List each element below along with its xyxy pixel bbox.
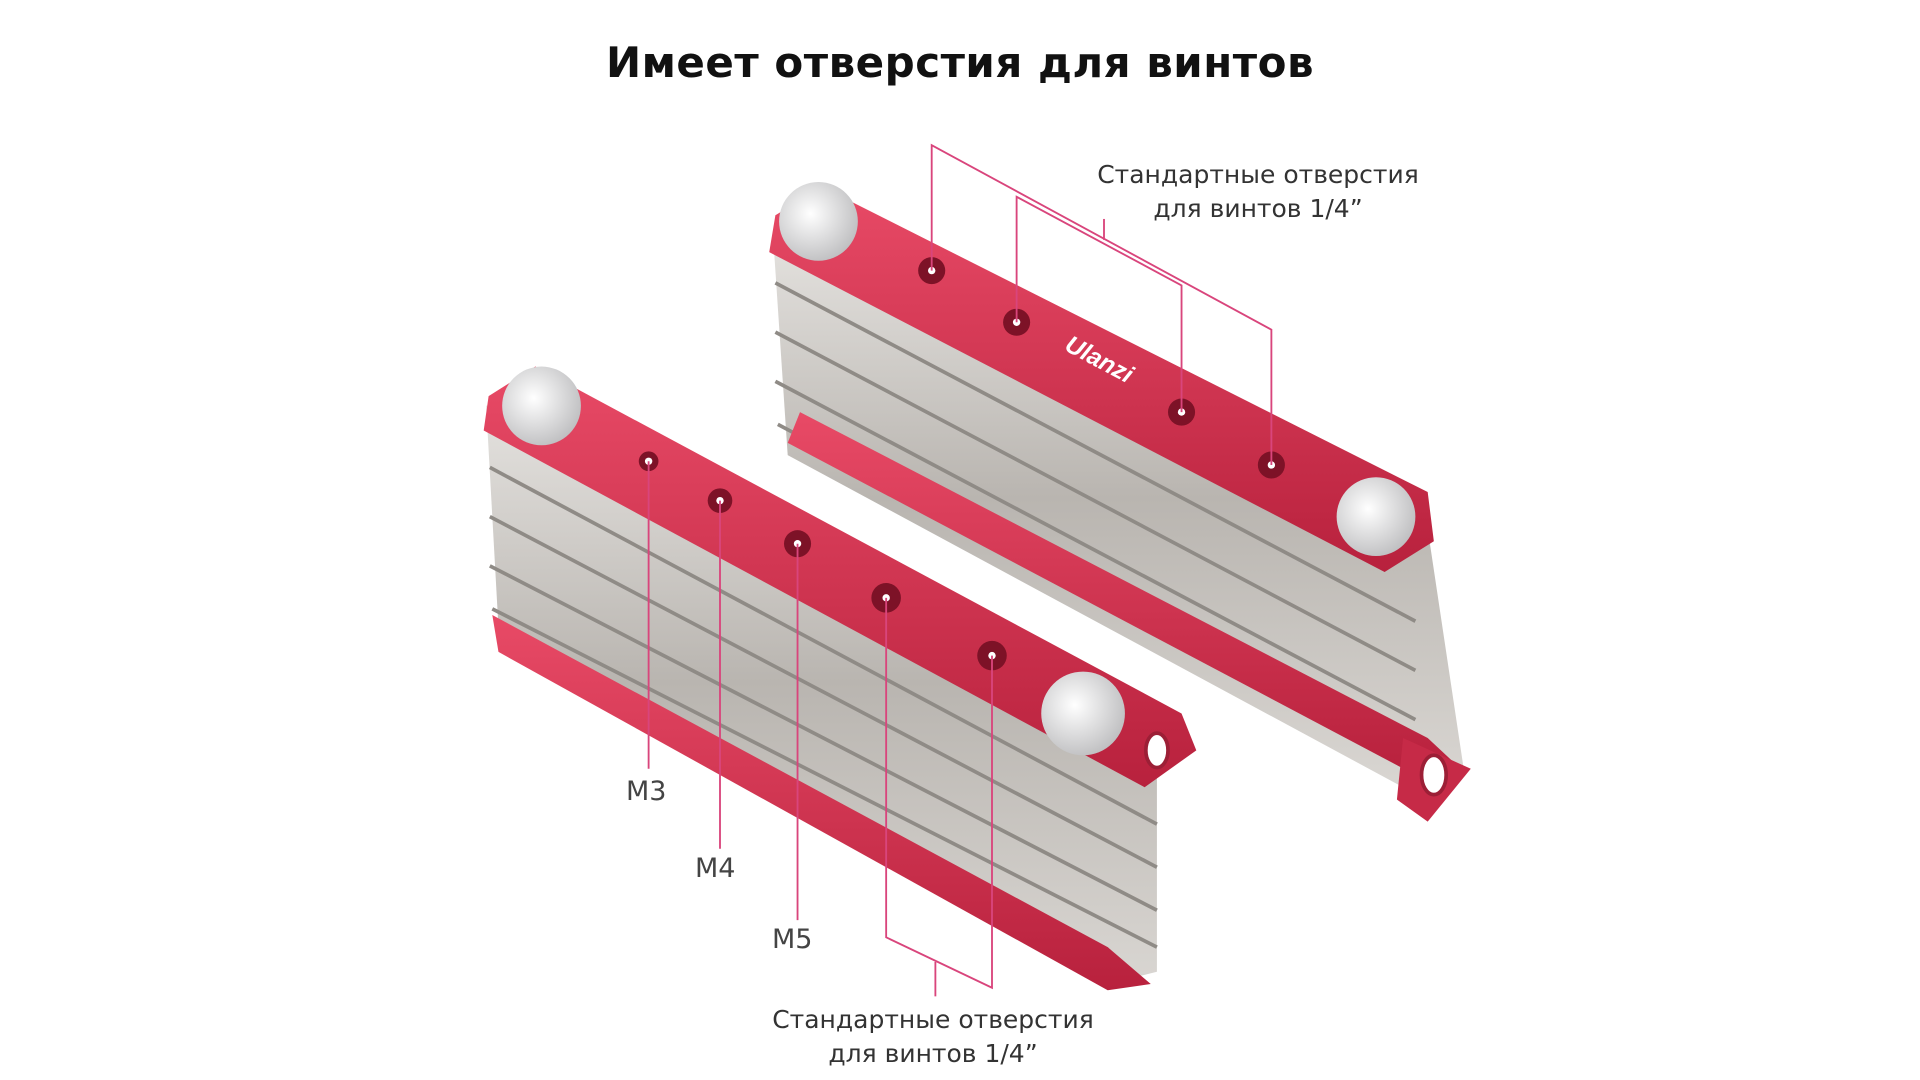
annotation-lines	[647, 143, 1273, 997]
size-label-m5: M5	[772, 924, 813, 955]
top-screw-holes-label: Стандартные отверстия для винтов 1/4”	[1058, 158, 1458, 226]
rear-multitool: Ulanzi	[769, 182, 1471, 822]
bottom-screw-holes-label: Стандартные отверстия для винтов 1/4”	[733, 1003, 1133, 1071]
page-title: Имеет отверстия для винтов	[605, 38, 1315, 87]
front-multitool	[483, 366, 1197, 991]
label-line-2: для винтов 1/4”	[1153, 194, 1363, 223]
size-label-m3: M3	[626, 776, 667, 807]
label-line-1: Стандартные отверстия	[772, 1005, 1094, 1034]
size-label-m4: M4	[695, 853, 736, 884]
label-line-1: Стандартные отверстия	[1097, 160, 1419, 189]
label-line-2: для винтов 1/4”	[828, 1039, 1038, 1068]
